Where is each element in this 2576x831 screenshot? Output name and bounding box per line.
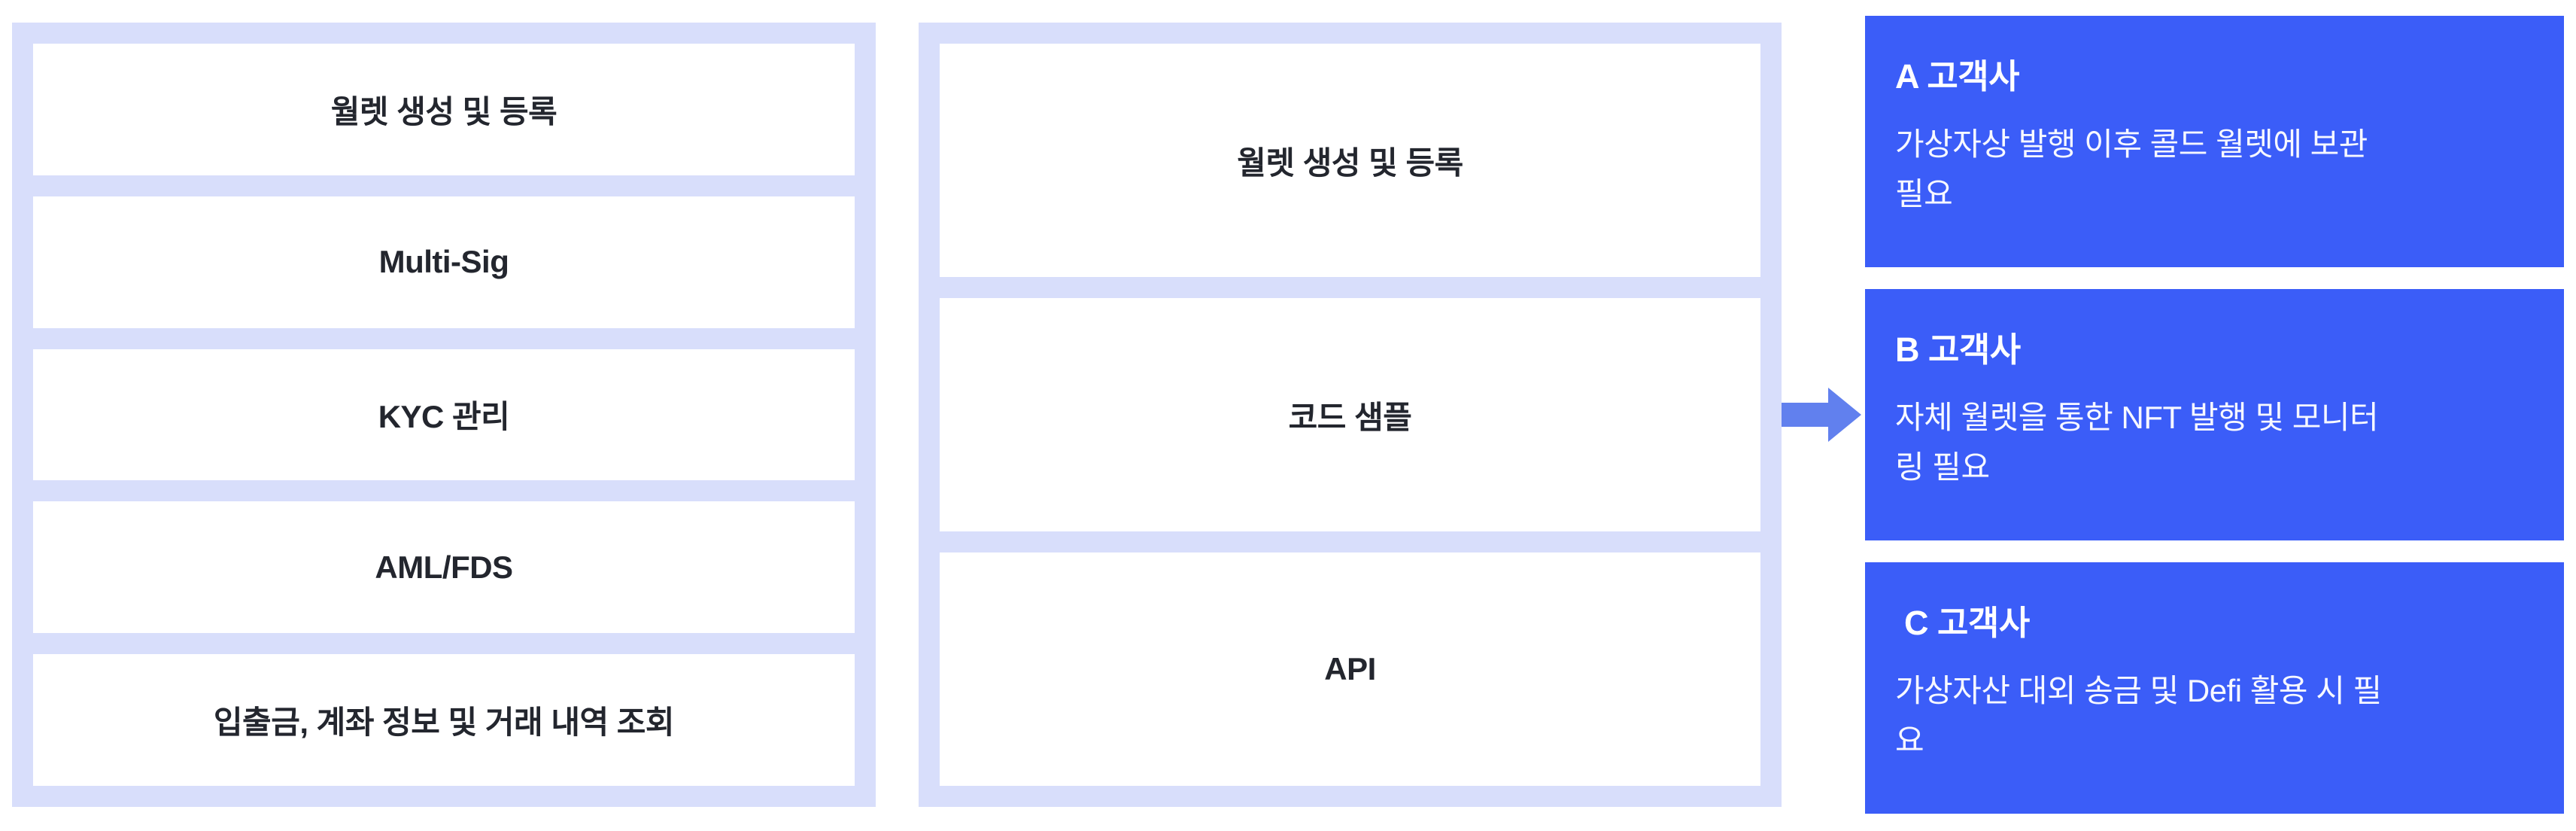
integration-box-label: 월렛 생성 및 등록 xyxy=(1237,145,1463,181)
body-line: 가상자산 대외 송금 및 Defi 활용 시 필 xyxy=(1895,673,2382,708)
integration-box-api: API xyxy=(940,552,1760,786)
integration-box-label: 코드 샘플 xyxy=(1288,399,1412,435)
feature-box-tx-history: 입출금, 계좌 정보 및 거래 내역 조회 xyxy=(33,654,855,786)
feature-box-label: 입출금, 계좌 정보 및 거래 내역 조회 xyxy=(213,705,675,741)
feature-box-multisig: Multi-Sig xyxy=(33,196,855,328)
customer-card-title: A 고객사 xyxy=(1895,57,2020,96)
integration-box-label: API xyxy=(1324,651,1376,686)
feature-box-label: KYC 관리 xyxy=(378,399,510,435)
feature-box-aml-fds: AML/FDS xyxy=(33,501,855,634)
feature-box-label: Multi-Sig xyxy=(378,244,509,280)
left-feature-panel: 월렛 생성 및 등록 Multi-Sig KYC 관리 AML/FDS 입출금,… xyxy=(12,23,876,807)
feature-box-label: AML/FDS xyxy=(375,549,513,585)
body-line: 자체 월렛을 통한 NFT 발행 및 모니터 xyxy=(1895,400,2379,435)
customer-card-title: B 고객사 xyxy=(1895,330,2021,369)
integration-box-code-sample: 코드 샘플 xyxy=(940,298,1760,531)
feature-box-label: 월렛 생성 및 등록 xyxy=(330,93,557,129)
integration-box-wallet-create: 월렛 생성 및 등록 xyxy=(940,44,1760,277)
body-line: 요 xyxy=(1895,723,1924,758)
body-line: 가상자상 발행 이후 콜드 월렛에 보관 xyxy=(1895,126,2368,162)
body-line: 링 필요 xyxy=(1895,449,1990,485)
right-arrow-icon xyxy=(1782,388,1861,442)
feature-box-wallet-create: 월렛 생성 및 등록 xyxy=(33,44,855,175)
feature-box-kyc: KYC 관리 xyxy=(33,349,855,481)
customer-card-title: C 고객사 xyxy=(1895,604,2030,642)
middle-integration-panel: 월렛 생성 및 등록 코드 샘플 API xyxy=(919,23,1782,807)
body-line: 필요 xyxy=(1895,176,1953,212)
